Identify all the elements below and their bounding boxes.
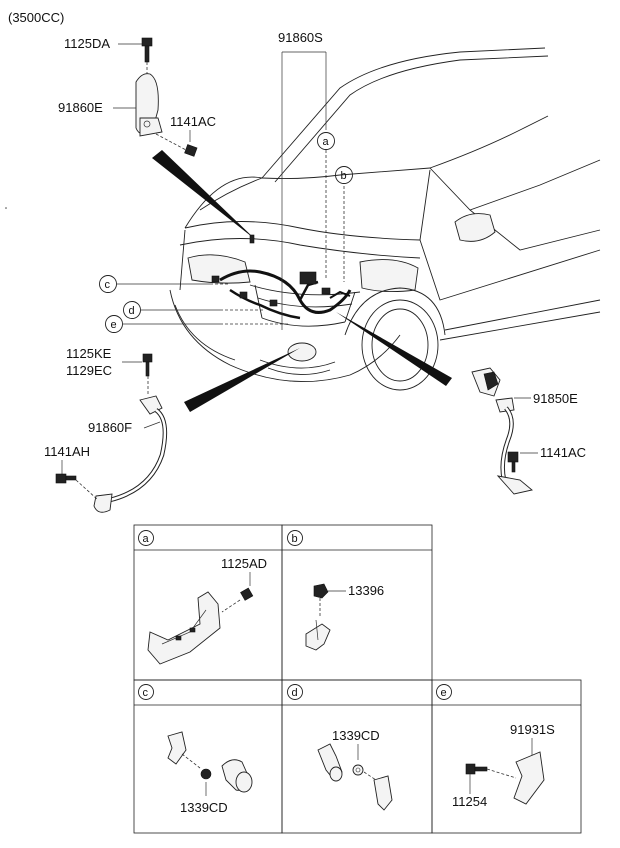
bolt-left-lower-label: 1141AH bbox=[44, 444, 90, 459]
bolt-left-lower bbox=[55, 473, 77, 484]
engine-label: (3500CC) bbox=[8, 10, 64, 25]
hood-clip bbox=[249, 234, 255, 244]
svg-text:a: a bbox=[143, 533, 150, 545]
detail-d: d 1339CD bbox=[287, 684, 393, 811]
detail-a-part-label: 1125AD bbox=[221, 556, 267, 571]
callout-e: e bbox=[105, 315, 290, 333]
bolt-mid-a-label: 1125KE bbox=[66, 346, 112, 361]
bolt-left-bracket bbox=[184, 144, 198, 157]
detail-e: e 91931S 11254 bbox=[436, 684, 555, 809]
bolt-top-label: 1125DA bbox=[64, 36, 110, 51]
svg-text:d: d bbox=[129, 305, 135, 317]
detail-b-part-label: 13396 bbox=[348, 583, 384, 598]
detail-grid bbox=[133, 524, 582, 834]
svg-text:b: b bbox=[292, 533, 298, 545]
bolt-top bbox=[141, 37, 153, 63]
callout-d: d bbox=[123, 301, 265, 319]
detail-d-part-label: 1339CD bbox=[332, 728, 380, 743]
harness-leader bbox=[281, 51, 345, 330]
pointer-wedge-right bbox=[336, 312, 452, 386]
bolt-left-bracket-label: 1141AC bbox=[170, 114, 216, 129]
callout-b: b bbox=[335, 166, 353, 184]
detail-e-part-label-1: 91931S bbox=[510, 722, 555, 737]
vehicle-outline bbox=[169, 47, 601, 391]
ground-cable-label: 91860F bbox=[88, 420, 132, 435]
detail-e-part-label-2: 11254 bbox=[452, 794, 487, 809]
detail-a: a 1125AD bbox=[138, 530, 267, 665]
harness-label: 91860S bbox=[278, 30, 323, 45]
svg-text:c: c bbox=[105, 279, 111, 291]
bracket-left-label: 91860E bbox=[58, 100, 103, 115]
battery-cable-label: 91850E bbox=[533, 391, 578, 406]
callout-a: a bbox=[317, 132, 335, 150]
detail-c-part-label: 1339CD bbox=[180, 800, 228, 815]
pointer-wedge-lower-left bbox=[184, 348, 300, 412]
bolt-right-label: 1141AC bbox=[540, 445, 586, 460]
ground-cable bbox=[93, 395, 168, 513]
bolt-mid-b-label: 1129EC bbox=[66, 363, 112, 378]
bracket-left bbox=[135, 73, 163, 137]
svg-text:d: d bbox=[292, 687, 298, 699]
svg-text:e: e bbox=[111, 319, 117, 331]
pointer-wedge-upper-left bbox=[152, 150, 256, 240]
bolt-right bbox=[507, 451, 519, 473]
battery-cable bbox=[471, 367, 533, 495]
stray-dot bbox=[5, 207, 7, 209]
svg-text:b: b bbox=[341, 170, 347, 182]
svg-text:e: e bbox=[441, 687, 447, 699]
main-harness-drawing bbox=[211, 269, 352, 320]
bolt-mid bbox=[142, 353, 153, 377]
detail-c: c 1339CD bbox=[138, 684, 253, 815]
detail-b: b 13396 bbox=[287, 530, 384, 651]
svg-text:c: c bbox=[143, 687, 149, 699]
svg-text:a: a bbox=[323, 136, 330, 148]
callout-c: c bbox=[99, 275, 228, 293]
